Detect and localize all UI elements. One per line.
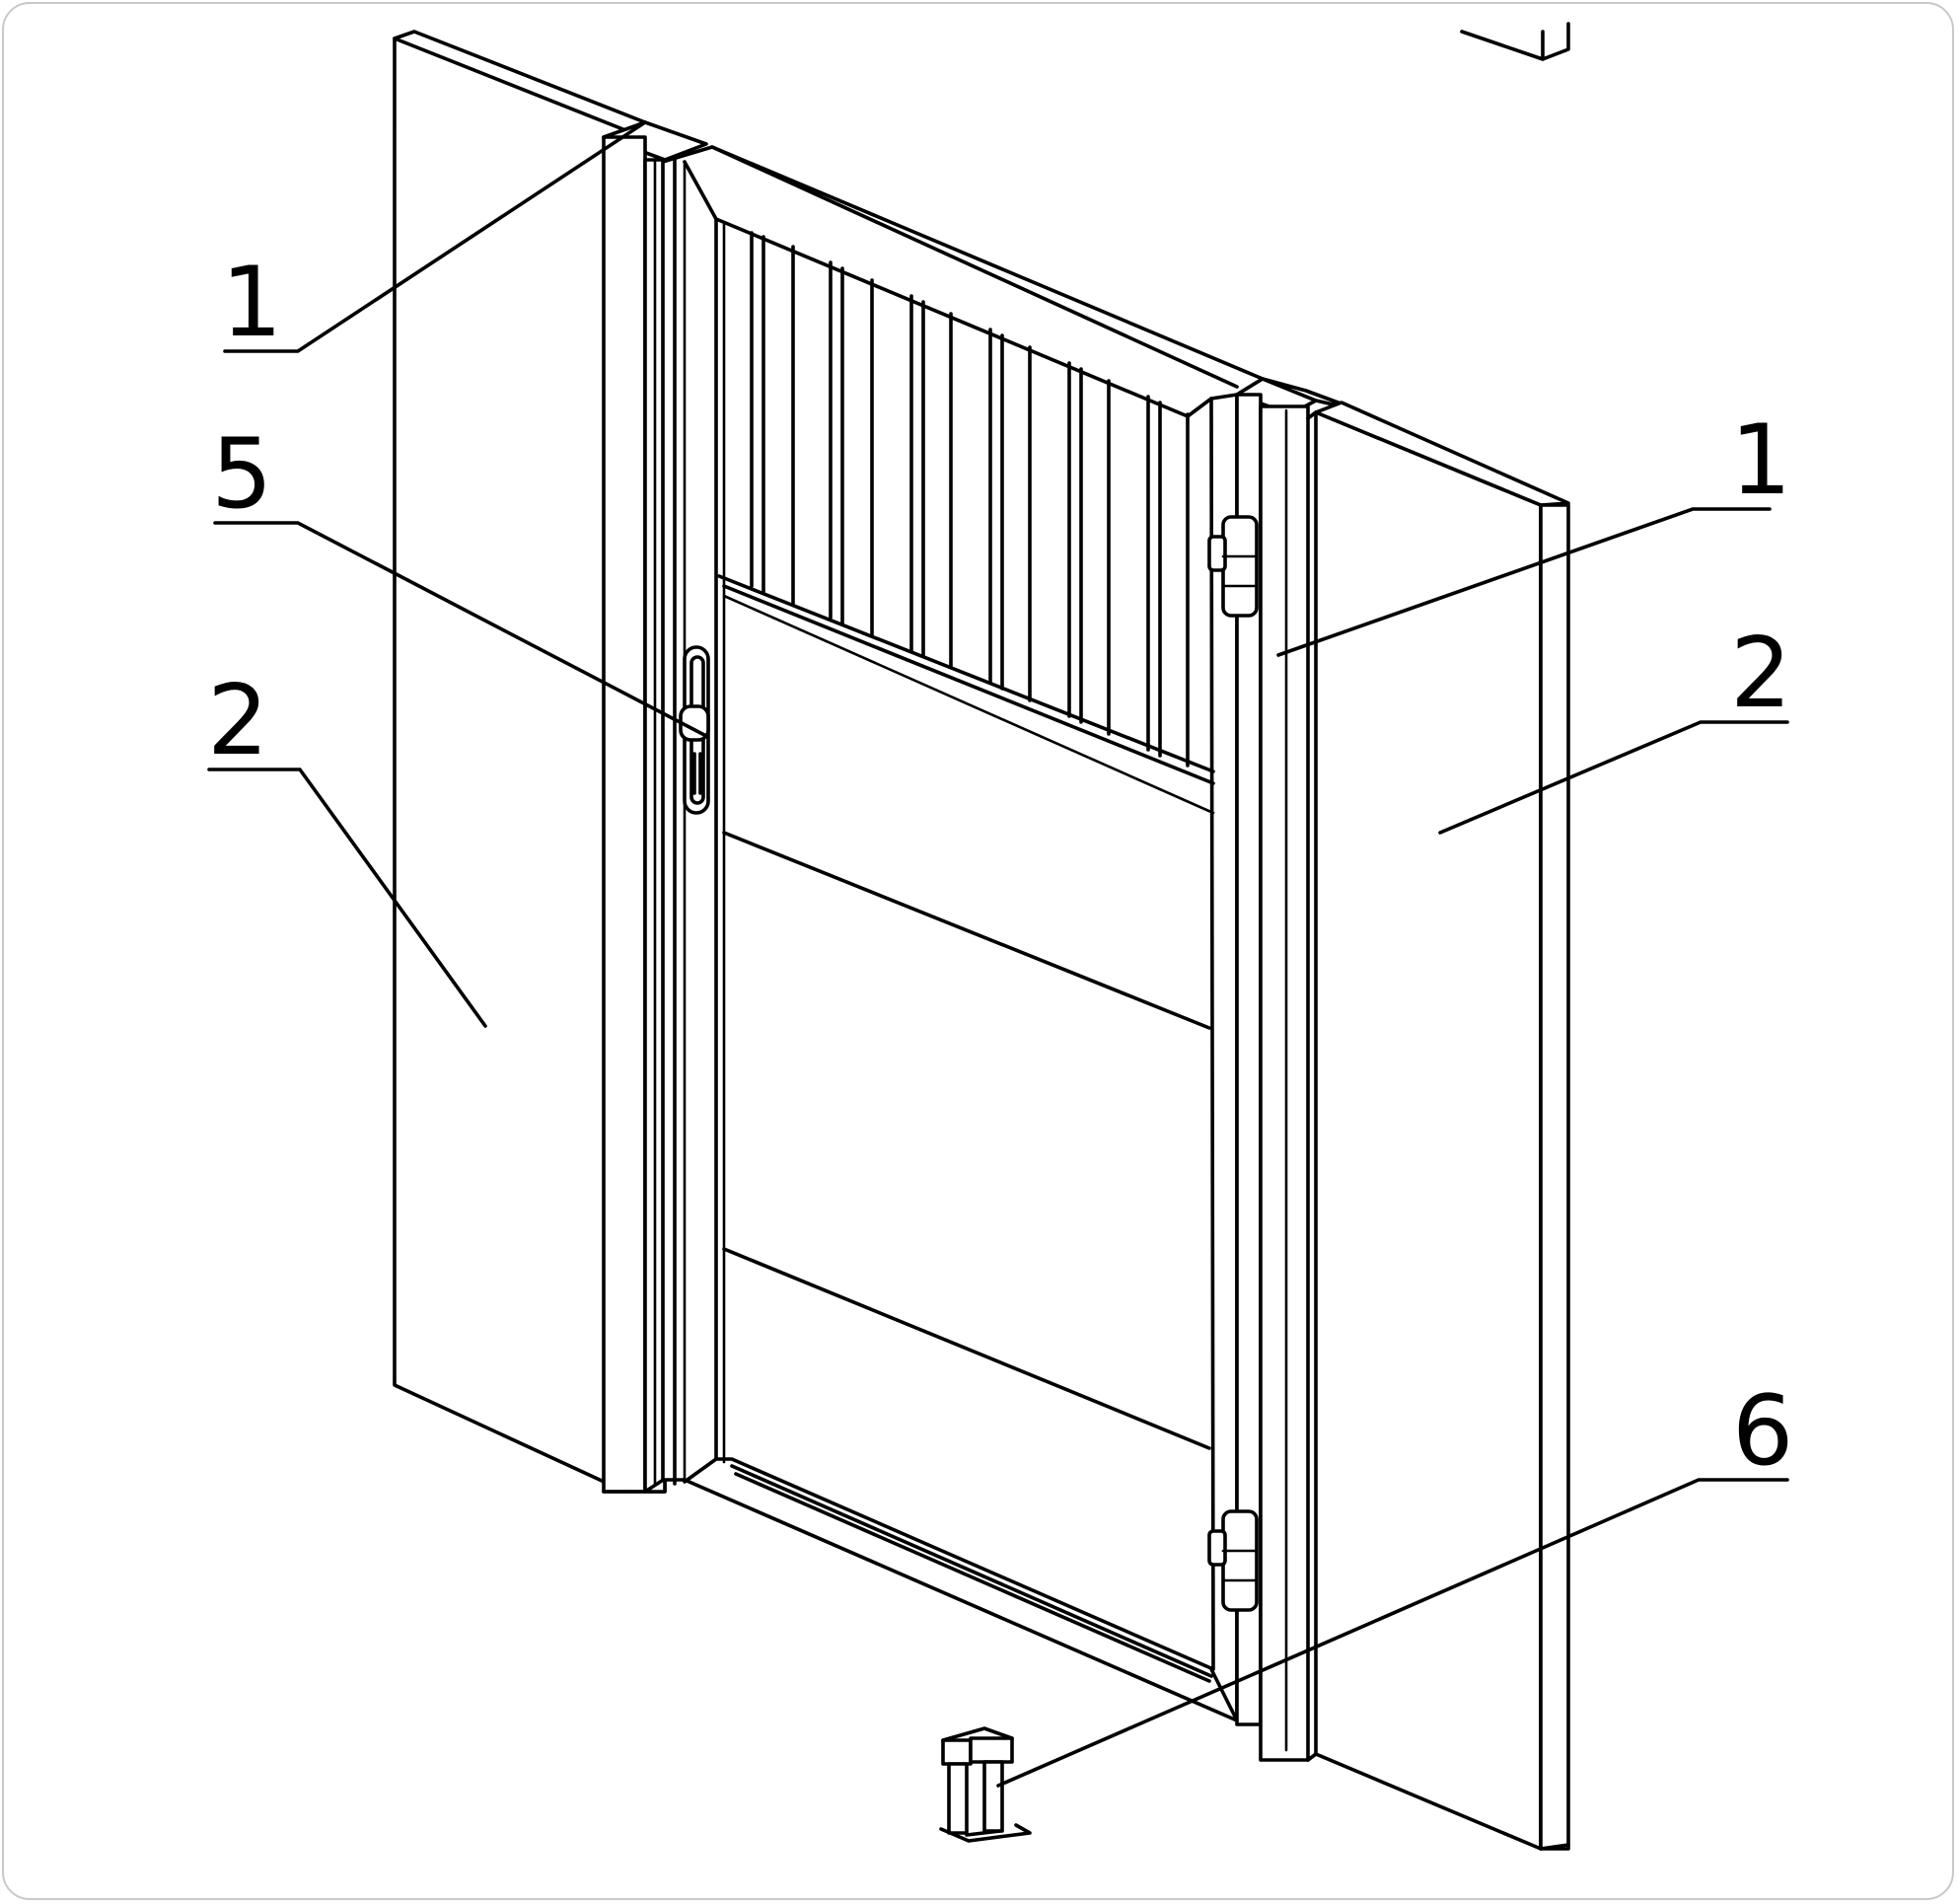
leader-lines <box>207 120 1789 1788</box>
callout-6: 6 <box>1732 1375 1793 1488</box>
gate-frame <box>661 145 1265 1722</box>
gate-boards <box>722 831 1211 1450</box>
callout-1-right: 1 <box>1730 404 1791 517</box>
upper-hinge <box>1207 515 1259 618</box>
lower-hinge <box>1207 1509 1259 1612</box>
callout-1-left: 1 <box>221 247 282 359</box>
callout-2-left: 2 <box>207 665 268 777</box>
callout-2-right: 2 <box>1730 618 1791 730</box>
callout-labels: 1 5 2 1 2 6 <box>207 247 1793 1488</box>
gate-pickets <box>717 231 1215 815</box>
ground-stopper <box>939 1726 1032 1843</box>
left-post <box>602 120 708 1494</box>
right-fence-panel <box>1314 401 1570 1851</box>
gate-drawing: 1 5 2 1 2 6 <box>207 22 1793 1851</box>
callout-5: 5 <box>211 418 272 531</box>
partial-element-top-right <box>1460 22 1570 61</box>
